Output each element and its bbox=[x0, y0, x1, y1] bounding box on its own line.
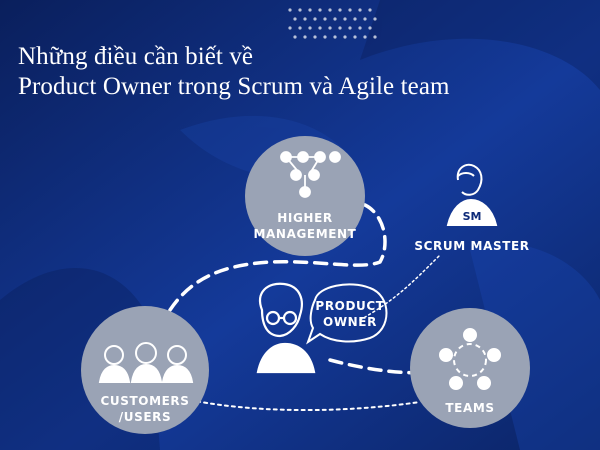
decor-dot bbox=[358, 26, 362, 30]
customers-label-line1: CUSTOMERS bbox=[100, 394, 189, 408]
decor-dot bbox=[333, 17, 337, 21]
higher-management-label-line2: MANAGEMENT bbox=[254, 227, 357, 241]
product-owner-speech-bubble bbox=[306, 283, 388, 345]
higher-management-label-line1: HIGHER bbox=[277, 211, 332, 225]
teams-label: TEAMS bbox=[445, 401, 494, 415]
decor-dot bbox=[293, 35, 297, 39]
node-product-owner: PRODUCT OWNER bbox=[256, 282, 388, 374]
decor-dot bbox=[308, 26, 312, 30]
decor-dot bbox=[293, 17, 297, 21]
product-owner-avatar-icon bbox=[256, 282, 316, 374]
people-group-icon bbox=[98, 342, 194, 383]
decor-dot bbox=[353, 17, 357, 21]
customers-label-line2: /USERS bbox=[119, 410, 171, 424]
decor-dot bbox=[313, 35, 317, 39]
decor-dot bbox=[333, 35, 337, 39]
decor-dot bbox=[348, 8, 352, 12]
decor-dot bbox=[373, 17, 377, 21]
product-owner-label-line2: OWNER bbox=[323, 315, 377, 329]
decor-dot bbox=[358, 8, 362, 12]
dot-pattern bbox=[288, 8, 377, 39]
decor-dot bbox=[318, 8, 322, 12]
connector-po-scrum bbox=[359, 254, 441, 321]
decor-dot bbox=[343, 35, 347, 39]
decor-dot bbox=[338, 26, 342, 30]
decor-dot bbox=[338, 8, 342, 12]
page-title-line2: Product Owner trong Scrum và Agile team bbox=[18, 73, 450, 100]
node-scrum-master: SM SCRUM MASTER bbox=[414, 163, 529, 253]
team-cycle-icon bbox=[439, 328, 501, 390]
decor-dot bbox=[313, 17, 317, 21]
product-owner-label-line1: PRODUCT bbox=[315, 299, 384, 313]
decor-dot bbox=[368, 26, 372, 30]
node-higher-management: HIGHER MANAGEMENT bbox=[245, 136, 365, 256]
decor-dot bbox=[348, 26, 352, 30]
decor-dot bbox=[303, 17, 307, 21]
decor-dot bbox=[288, 8, 292, 12]
scrum-master-figure-icon bbox=[446, 163, 498, 226]
decor-dot bbox=[323, 17, 327, 21]
decor-dot bbox=[328, 8, 332, 12]
decor-dot bbox=[298, 8, 302, 12]
decor-dot bbox=[353, 35, 357, 39]
decor-dot bbox=[343, 17, 347, 21]
page-title-line1: Những điều cần biết về bbox=[18, 43, 254, 70]
decor-dot bbox=[328, 26, 332, 30]
node-customers: CUSTOMERS /USERS bbox=[81, 306, 209, 434]
decor-dot bbox=[298, 26, 302, 30]
decor-dot bbox=[288, 26, 292, 30]
hierarchy-icon bbox=[280, 151, 341, 198]
decor-dot bbox=[363, 17, 367, 21]
scrum-master-badge: SM bbox=[463, 210, 482, 223]
decor-dot bbox=[363, 35, 367, 39]
connector-customers-mgmt bbox=[168, 203, 387, 312]
decor-dot bbox=[303, 35, 307, 39]
decor-dot bbox=[318, 26, 322, 30]
decor-dot bbox=[368, 8, 372, 12]
scrum-master-label: SCRUM MASTER bbox=[414, 239, 529, 253]
decor-dot bbox=[308, 8, 312, 12]
decor-dot bbox=[373, 35, 377, 39]
node-teams: TEAMS bbox=[410, 308, 530, 428]
decor-dot bbox=[323, 35, 327, 39]
